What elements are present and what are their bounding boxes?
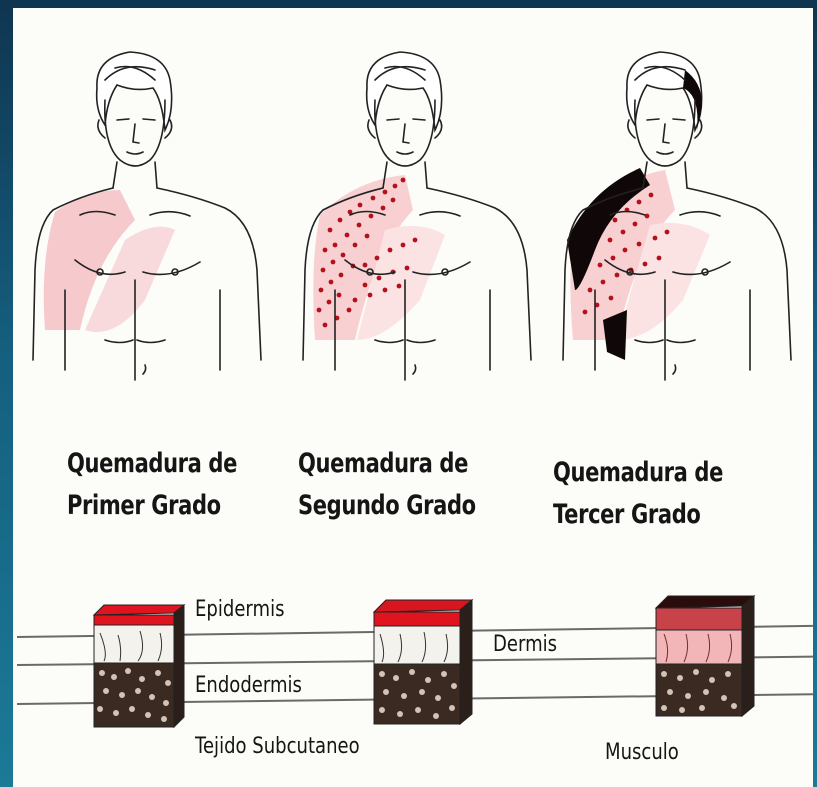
- title-second-degree: Quemadura de Segundo Grado: [298, 443, 476, 527]
- title-third-degree-line2: Tercer Grado: [553, 494, 723, 536]
- title-third-degree-line1: Quemadura de: [553, 452, 723, 494]
- label-dermis: Dermis: [493, 632, 557, 657]
- label-epidermis: Epidermis: [195, 597, 284, 622]
- figure-third-degree-burn: [555, 40, 815, 420]
- figure-first-degree-burn: [25, 40, 285, 420]
- title-first-degree: Quemadura de Primer Grado: [67, 443, 237, 527]
- skin-block-third-degree: [650, 594, 760, 720]
- title-second-degree-line2: Segundo Grado: [298, 485, 476, 527]
- label-endodermis: Endodermis: [195, 673, 302, 698]
- label-muscle: Musculo: [605, 740, 679, 765]
- title-third-degree: Quemadura de Tercer Grado: [553, 452, 723, 536]
- title-second-degree-line1: Quemadura de: [298, 443, 476, 485]
- figure-second-degree-burn: [295, 40, 555, 420]
- skin-block-second-degree: [368, 598, 478, 728]
- title-first-degree-line1: Quemadura de: [67, 443, 237, 485]
- title-first-degree-line2: Primer Grado: [67, 485, 237, 527]
- skin-block-first-degree: [88, 603, 188, 731]
- label-subcutaneous: Tejido Subcutaneo: [195, 734, 360, 759]
